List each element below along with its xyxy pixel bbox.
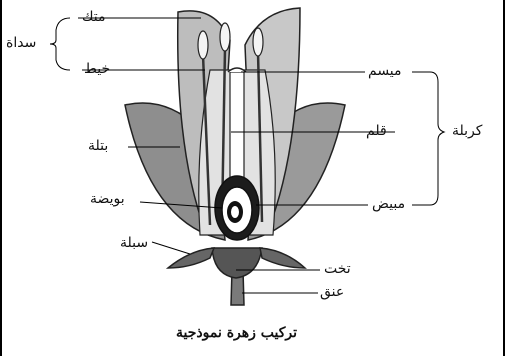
- ovary-label: مبيض: [372, 197, 405, 211]
- ovule-label: بويضة: [90, 192, 125, 206]
- stalk-label: عنق: [320, 285, 344, 299]
- anther-mid-shape: [220, 23, 230, 51]
- filament-label: خيط: [84, 62, 110, 76]
- sepal-label: سبلة: [120, 236, 148, 250]
- anther-right-shape: [253, 28, 263, 56]
- receptacle-shape: [212, 248, 262, 278]
- stigma-label: ميسم: [368, 64, 402, 78]
- ovule-core-shape: [231, 206, 239, 218]
- stamen-label: سداة: [6, 36, 36, 50]
- receptacle-label: تخت: [324, 262, 351, 276]
- style-label: قلم: [366, 124, 387, 138]
- carpel-label: كربلة: [452, 124, 482, 138]
- anther-left-shape: [198, 31, 208, 59]
- style-shape: [230, 72, 244, 182]
- diagram-caption: تركيب زهرة نموذجية: [176, 326, 297, 340]
- sepal-right-shape: [260, 248, 305, 268]
- sepal-left-shape: [168, 248, 214, 268]
- petal-label: بتلة: [88, 139, 108, 153]
- anther-label: متك: [82, 10, 106, 24]
- stigma-shape: [228, 68, 246, 72]
